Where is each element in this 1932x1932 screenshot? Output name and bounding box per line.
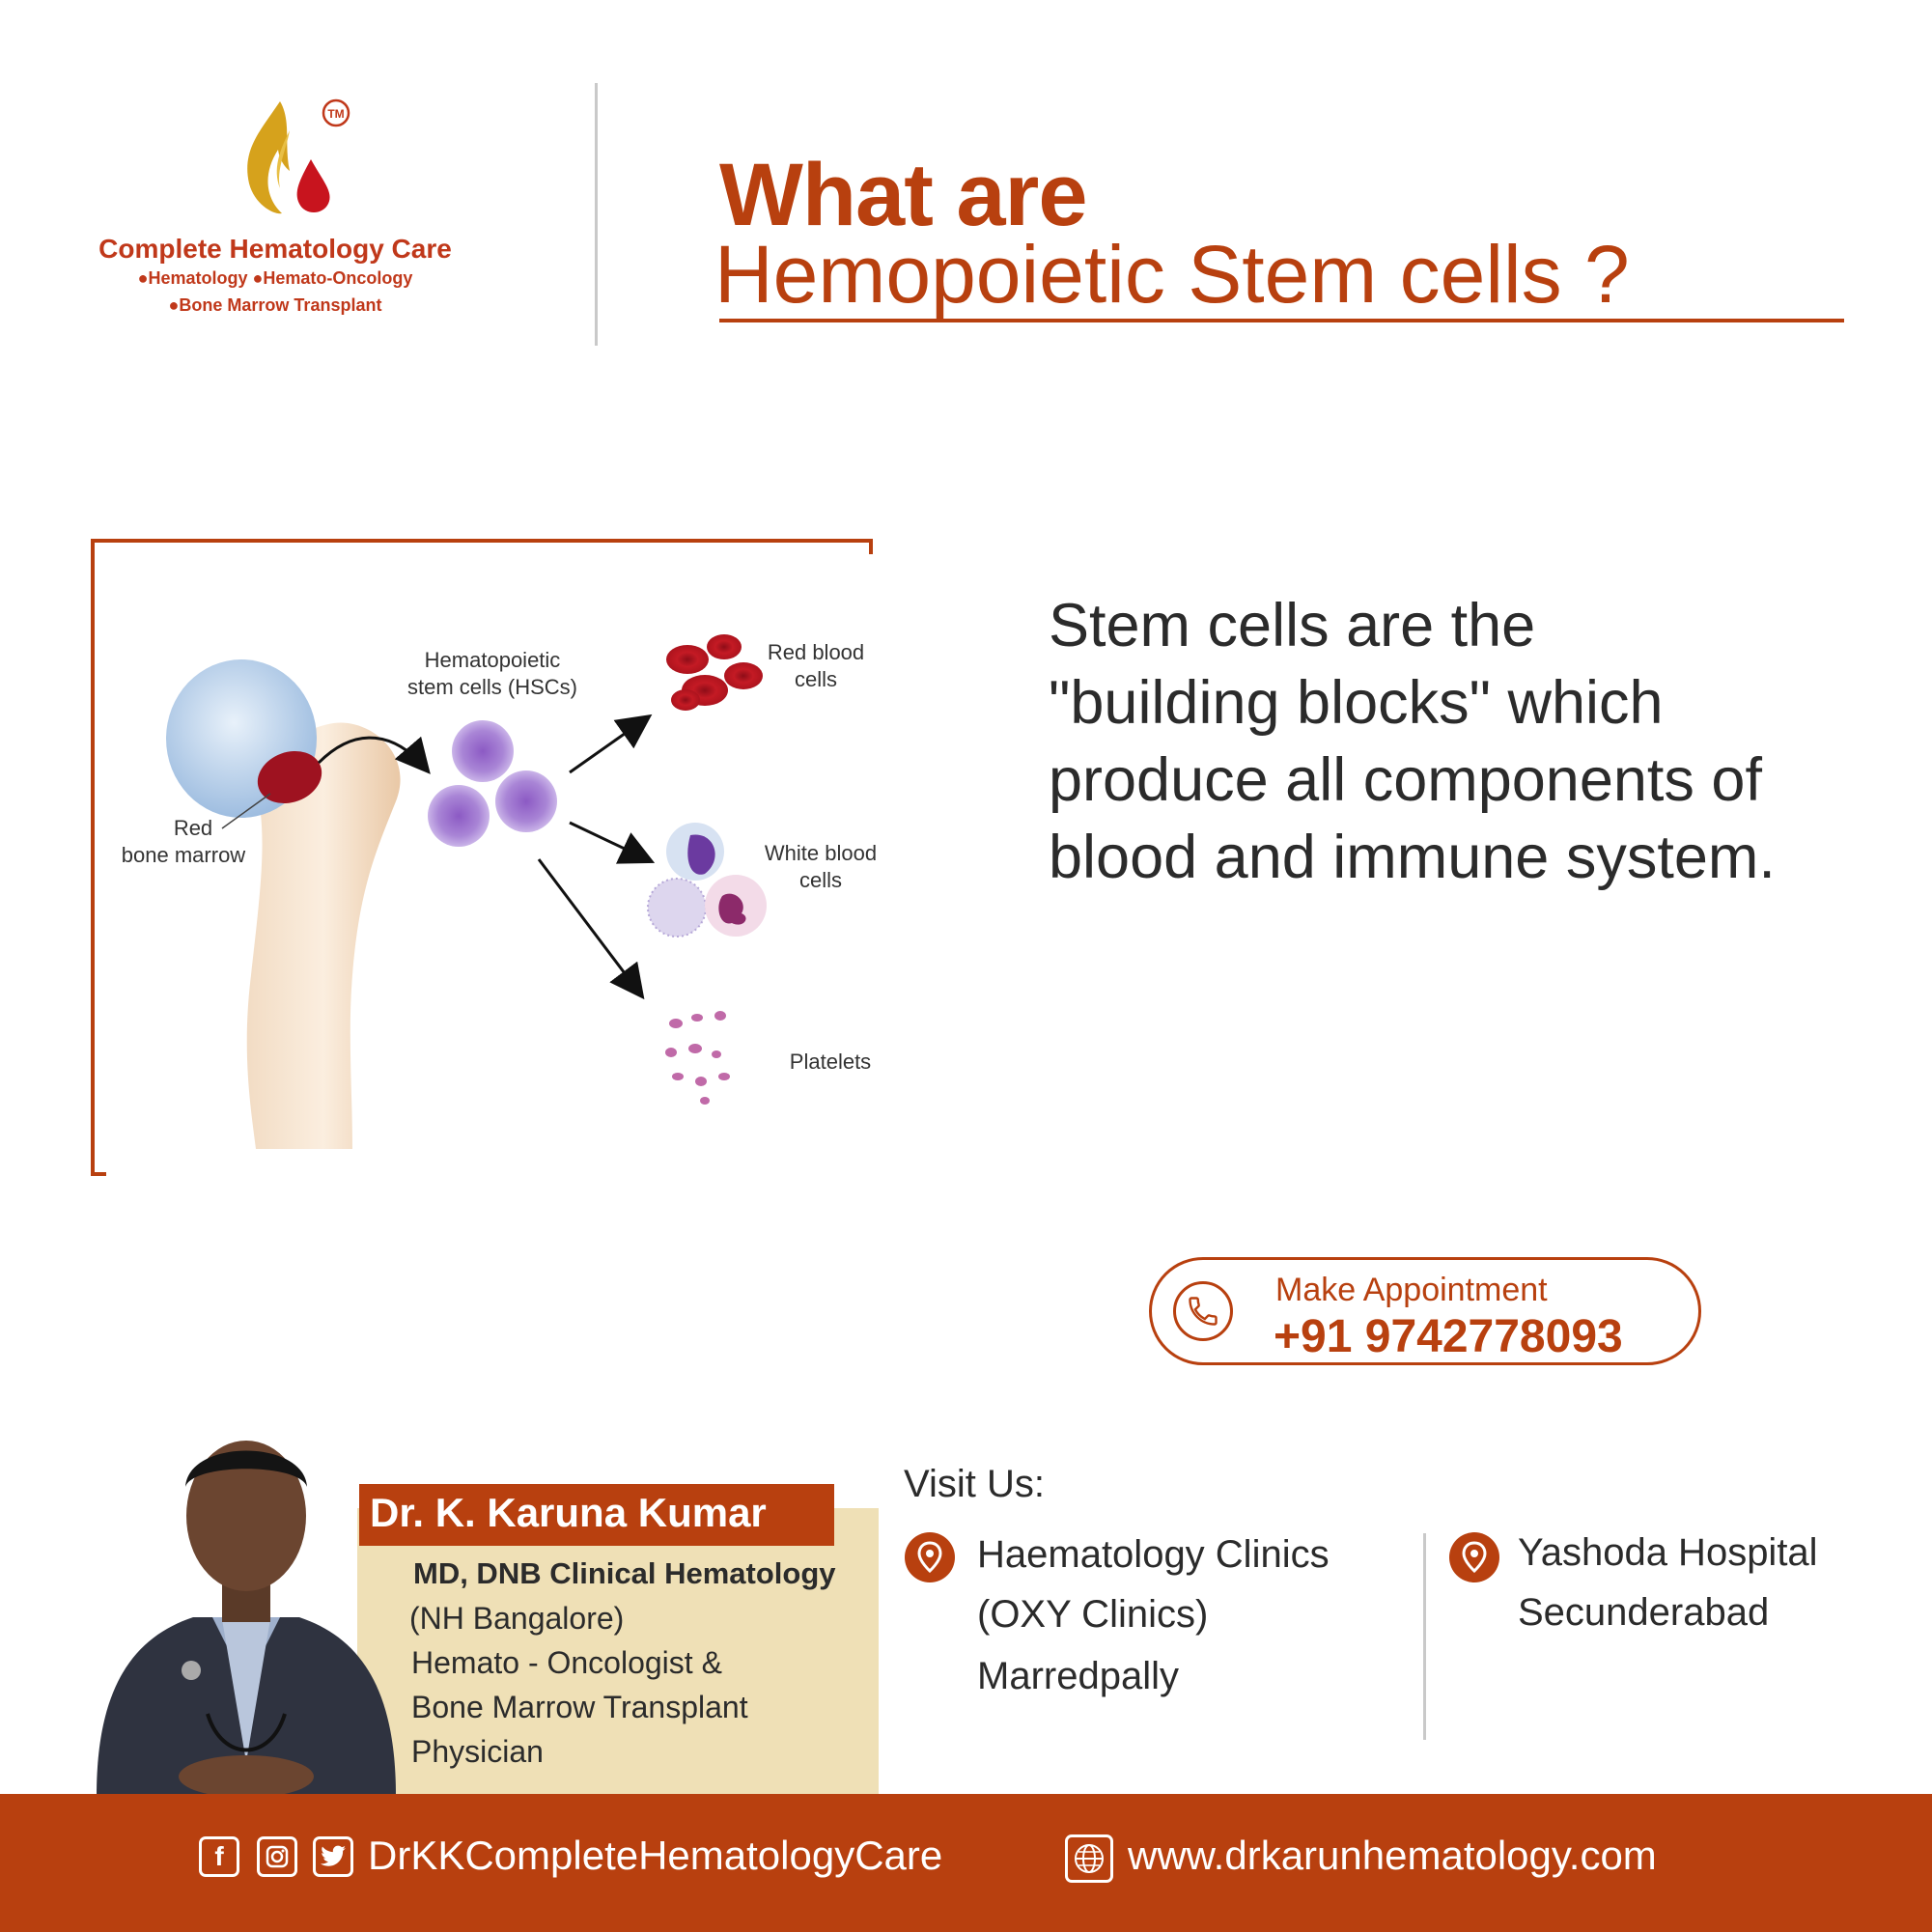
bone-shaft — [246, 722, 401, 1149]
brand-specialty-bmt: ●Bone Marrow Transplant — [168, 295, 382, 315]
red-blood-cell — [666, 645, 709, 674]
social-handle[interactable]: DrKKCompleteHematologyCare — [368, 1833, 943, 1878]
appointment-label: Make Appointment — [1275, 1272, 1548, 1308]
make-appointment-button[interactable]: Make Appointment +91 9742778093 — [1149, 1257, 1701, 1365]
description-text: Stem cells are the "building blocks" whi… — [1049, 592, 1776, 891]
title-underline — [719, 319, 1844, 322]
globe-icon — [1065, 1834, 1113, 1883]
doctor-role-line1: Hemato - Oncologist & — [411, 1645, 722, 1680]
doctor-role-line3: Physician — [411, 1734, 544, 1769]
location1-line3: Marredpally — [977, 1655, 1179, 1697]
red-blood-cell — [707, 634, 742, 659]
wbc-label-line1: White blood — [764, 841, 878, 865]
frame-top-border — [91, 539, 873, 543]
marrow-label-line1: Red — [173, 816, 213, 840]
frame-right-tick — [869, 539, 873, 554]
twitter-icon[interactable] — [313, 1836, 353, 1877]
phone-icon — [1173, 1281, 1233, 1341]
footer-bar — [0, 1794, 1932, 1932]
platelets-label: Platelets — [789, 1050, 872, 1074]
hsc-cell — [452, 720, 514, 782]
hsc-cell — [428, 785, 490, 847]
location1-line2: (OXY Clinics) — [977, 1593, 1209, 1636]
brand-name: Complete Hematology Care — [98, 234, 452, 264]
website-link[interactable]: www.drkarunhematology.com — [1128, 1833, 1657, 1878]
brand-logo-icon: TM — [247, 98, 350, 214]
doctor-portrait — [97, 1441, 396, 1796]
brand-specialties: ●Hematology ●Hemato-Oncology — [137, 268, 413, 288]
rbc-label-line1: Red blood — [767, 640, 865, 664]
doctor-info-panel — [357, 1508, 879, 1795]
doctor-training: (NH Bangalore) — [409, 1601, 625, 1636]
location2-line2: Secunderabad — [1518, 1591, 1770, 1634]
page-title: Hemopoietic Stem cells ? — [714, 229, 1630, 320]
visit-divider — [1423, 1533, 1426, 1740]
red-blood-cell — [724, 662, 763, 689]
doctor-name-banner — [359, 1484, 834, 1546]
facebook-icon[interactable]: f — [199, 1836, 239, 1877]
instagram-icon[interactable] — [257, 1836, 297, 1877]
platelets — [665, 1011, 730, 1105]
hsc-label-line2: stem cells (HSCs) — [406, 675, 577, 699]
frame-left-border — [91, 539, 95, 1176]
appointment-phone[interactable]: +91 9742778093 — [1274, 1311, 1623, 1362]
hsc-label-line1: Hematopoietic — [424, 648, 561, 672]
wbc-label-line2: cells — [798, 868, 842, 892]
diagram-illustration — [166, 634, 767, 1149]
red-bone-marrow — [257, 750, 322, 804]
rbc-label-line2: cells — [794, 667, 837, 691]
hsc-cell — [495, 770, 557, 832]
frame-bottom-tick — [91, 1172, 106, 1176]
marrow-label-line2: bone marrow — [121, 843, 246, 867]
doctor-name: Dr. K. Karuna Kumar — [370, 1490, 767, 1535]
white-blood-cell — [647, 878, 707, 938]
doctor-role-line2: Bone Marrow Transplant — [411, 1690, 748, 1724]
header-divider — [595, 83, 598, 346]
page-title-bold: What are — [719, 146, 1088, 244]
location-pin-icon — [905, 1532, 955, 1582]
location-pin-icon — [1449, 1532, 1499, 1582]
location2-line1: Yashoda Hospital — [1518, 1531, 1818, 1574]
doctor-qualification: MD, DNB Clinical Hematology — [413, 1556, 836, 1590]
red-blood-cell — [671, 689, 700, 711]
trademark-symbol: TM — [327, 107, 344, 121]
visit-us-heading: Visit Us: — [904, 1463, 1045, 1505]
location1-line1: Haematology Clinics — [977, 1533, 1330, 1576]
stem-cell-diagram: Hematopoietic stem cells (HSCs) Red bloo… — [106, 570, 898, 1159]
